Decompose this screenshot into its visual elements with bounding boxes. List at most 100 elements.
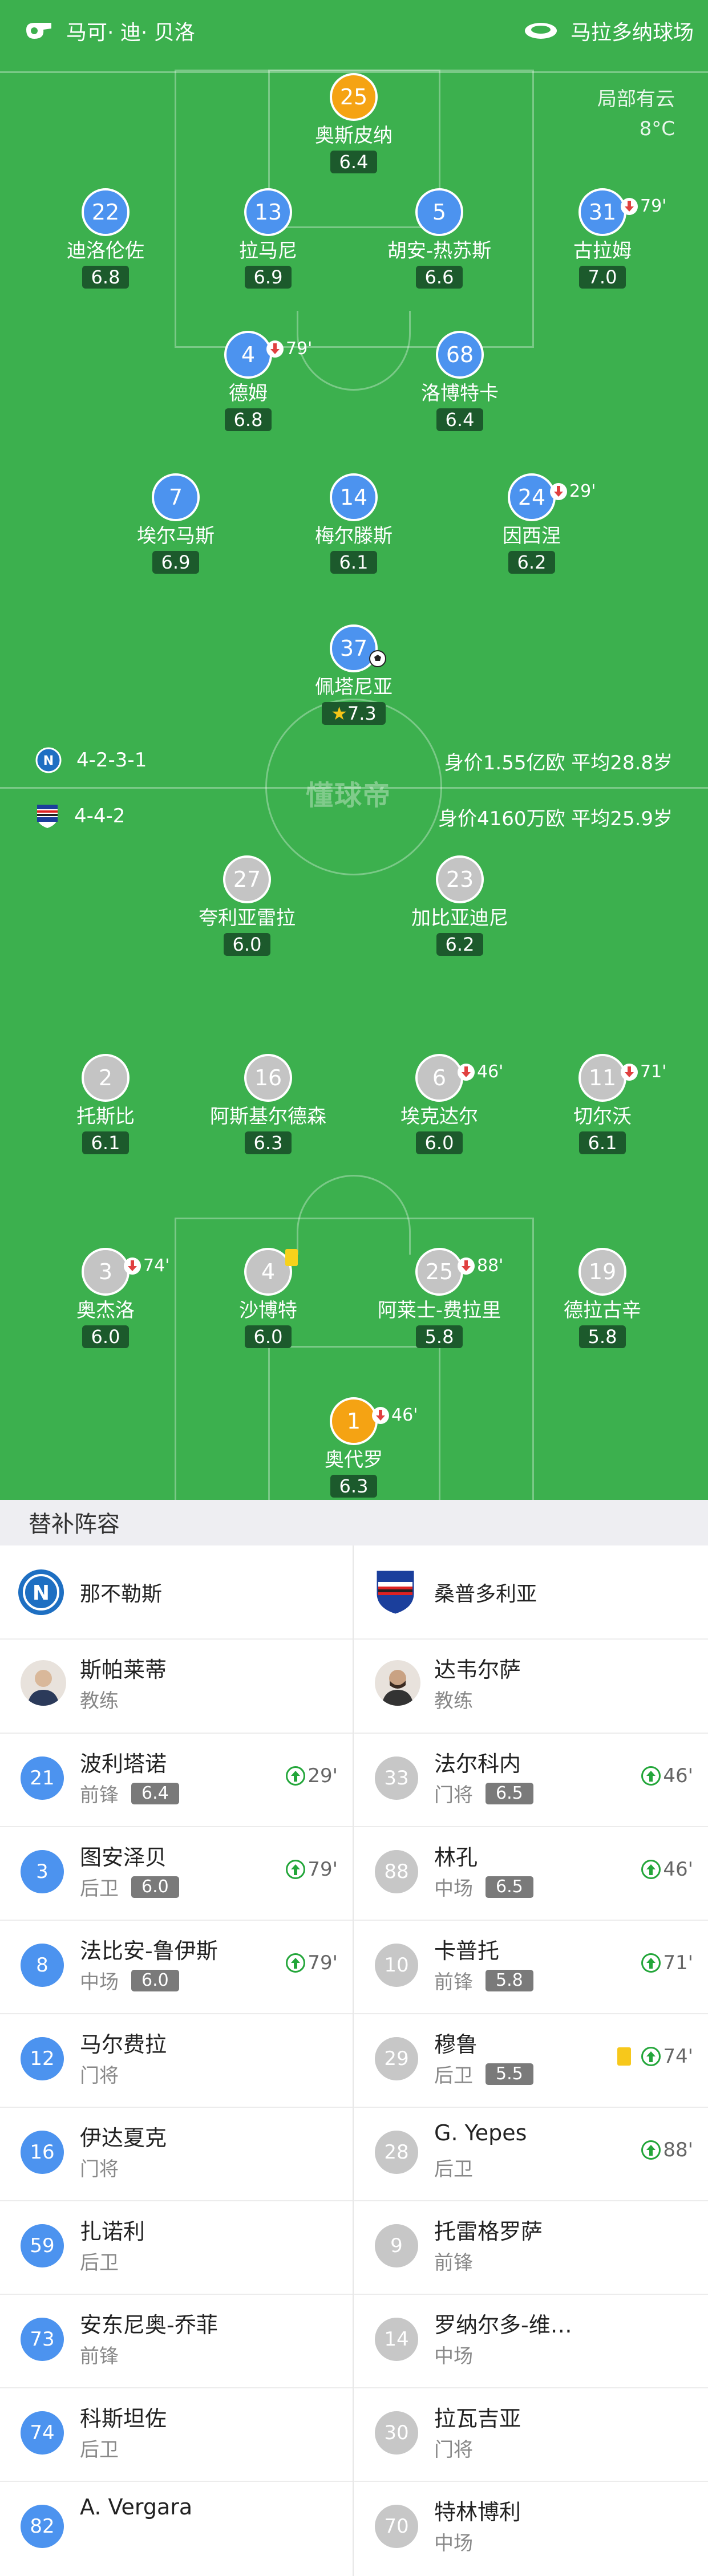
player-number: 19 (578, 1248, 626, 1296)
player-number: 31 79' (578, 188, 666, 236)
watermark-text: 懂球帝 (306, 780, 392, 812)
sub-number: 3 (21, 1850, 64, 1893)
home-formation: 4-2-3-1 (76, 749, 147, 772)
player-number: 68 (436, 331, 484, 379)
player-home-5[interactable]: 5 胡安-热苏斯 6.6 (348, 188, 531, 289)
away-formation: 4-4-2 (74, 805, 126, 827)
list-item[interactable]: 16 伊达夏克 门将 (0, 2108, 353, 2201)
list-item[interactable]: 9 托雷格罗萨 前锋 (354, 2201, 708, 2295)
coach-role: 教练 (434, 1690, 473, 1713)
sub-name: 扎诺利 (80, 2219, 145, 2244)
sub-name: 法比安-鲁伊斯 (80, 1938, 218, 1964)
player-home-37[interactable]: 37 佩塔尼亚 ★7.3 (262, 624, 445, 725)
player-away-3[interactable]: 3 74' 奥杰洛 6.0 (14, 1248, 197, 1348)
player-home-13[interactable]: 13 拉马尼 6.9 (177, 188, 359, 289)
sub-number: 12 (21, 2037, 64, 2080)
list-item[interactable]: 28 G. Yepes 后卫 88' (354, 2108, 708, 2201)
player-name: 沙博特 (239, 1299, 297, 1322)
yellow-card-icon (285, 1249, 298, 1266)
home-coach[interactable]: 斯帕莱蒂 教练 (0, 1640, 353, 1734)
list-item[interactable]: 12 马尔费拉 门将 (0, 2014, 353, 2108)
sub-number: 88 (375, 1850, 418, 1893)
sub-position: 门将 (80, 2158, 119, 2181)
list-item[interactable]: 30 拉瓦吉亚 门将 (354, 2388, 708, 2482)
list-item[interactable]: 70 特林博利 中场 (354, 2482, 708, 2575)
player-name: 阿斯基尔德森 (210, 1105, 326, 1128)
player-away-1[interactable]: 1 46' 奥代罗 6.3 (262, 1397, 445, 1498)
sub-position: 中场 (434, 1877, 473, 1900)
sub-position: 前锋 (80, 2345, 119, 2368)
list-item[interactable]: 74 科斯坦佐 后卫 (0, 2388, 353, 2482)
sub-off-icon (372, 1407, 389, 1424)
player-rating: 6.0 (223, 933, 271, 956)
player-rating: 6.1 (578, 1131, 626, 1154)
away-team-stats: 身价4160万欧 平均25.9岁 (438, 808, 673, 830)
sub-off-marker: 29' (550, 470, 596, 513)
player-home-7[interactable]: 7 埃尔马斯 6.9 (84, 473, 267, 574)
player-name: 拉马尼 (239, 240, 297, 262)
player-number: 7 (152, 473, 200, 521)
player-rating: 6.3 (244, 1131, 292, 1154)
home-team-header[interactable]: N 那不勒斯 (0, 1545, 353, 1640)
away-team-header[interactable]: 桑普多利亚 (354, 1545, 708, 1640)
stadium-name: 马拉多纳球场 (571, 21, 694, 44)
player-rating: 6.9 (152, 551, 200, 574)
player-name: 奥代罗 (325, 1449, 383, 1471)
napoli-crest-icon: N (35, 747, 62, 773)
sub-off-marker: 79' (621, 185, 666, 228)
player-away-11[interactable]: 11 71' 切尔沃 6.1 (511, 1054, 694, 1154)
player-number: 27 (223, 855, 271, 903)
list-item[interactable]: 59 扎诺利 后卫 (0, 2201, 353, 2295)
list-item[interactable]: 14 罗纳尔多-维… 中场 (354, 2295, 708, 2388)
player-home-25[interactable]: 25 奥斯皮纳 6.4 (262, 73, 445, 173)
player-home-14[interactable]: 14 梅尔滕斯 6.1 (262, 473, 445, 574)
player-away-2[interactable]: 2 托斯比 6.1 (14, 1054, 197, 1154)
player-home-24[interactable]: 24 29' 因西涅 6.2 (440, 473, 623, 574)
player-away-23[interactable]: 23 加比亚迪尼 6.2 (369, 855, 551, 956)
player-name: 夸利亚雷拉 (199, 907, 296, 930)
sub-position: 前锋 (434, 1971, 473, 1994)
sub-on-icon (641, 1860, 661, 1879)
player-away-16[interactable]: 16 阿斯基尔德森 6.3 (177, 1054, 359, 1154)
player-home-31[interactable]: 31 79' 古拉姆 7.0 (511, 188, 694, 289)
sub-number: 29 (375, 2037, 418, 2080)
player-away-27[interactable]: 27 夸利亚雷拉 6.0 (156, 855, 338, 956)
sub-name: 卡普托 (434, 1938, 500, 1964)
player-number: 6 46' (415, 1054, 503, 1102)
coach-role: 教练 (80, 1690, 119, 1713)
player-rating: 6.3 (330, 1475, 378, 1498)
player-rating: 6.9 (244, 266, 292, 289)
away-coach[interactable]: 达韦尔萨 教练 (354, 1640, 708, 1734)
player-away-25[interactable]: 25 88' 阿莱士-费拉里 5.8 (348, 1248, 531, 1348)
sub-position: 后卫 (80, 2252, 119, 2274)
sub-name: G. Yepes (434, 2120, 527, 2145)
player-rating: 7.0 (578, 266, 626, 289)
player-number: 23 (436, 855, 484, 903)
sub-off-marker: 71' (621, 1050, 666, 1094)
sub-number: 10 (375, 1944, 418, 1987)
sub-on-icon (641, 2140, 661, 2160)
player-home-4[interactable]: 4 79' 德姆 6.8 (157, 331, 339, 431)
player-away-4[interactable]: 4 沙博特 6.0 (177, 1248, 359, 1348)
sub-number: 16 (21, 2131, 64, 2174)
player-home-22[interactable]: 22 迪洛伦佐 6.8 (14, 188, 197, 289)
player-away-19[interactable]: 19 德拉古辛 5.8 (511, 1248, 694, 1348)
list-item[interactable]: 82 A. Vergara (0, 2482, 353, 2575)
player-away-6[interactable]: 6 46' 埃克达尔 6.0 (348, 1054, 531, 1154)
list-item[interactable]: 73 安东尼奥-乔菲 前锋 (0, 2295, 353, 2388)
home-team-stats: 身价1.55亿欧 平均28.8岁 (444, 752, 673, 774)
player-home-68[interactable]: 68 洛博特卡 6.4 (369, 331, 551, 431)
player-rating: 5.8 (415, 1325, 463, 1348)
sub-minute: 29' (308, 1764, 338, 1787)
player-rating: 6.6 (415, 266, 463, 289)
sub-name: 马尔费拉 (80, 2032, 167, 2057)
player-rating: ★7.3 (322, 702, 386, 725)
